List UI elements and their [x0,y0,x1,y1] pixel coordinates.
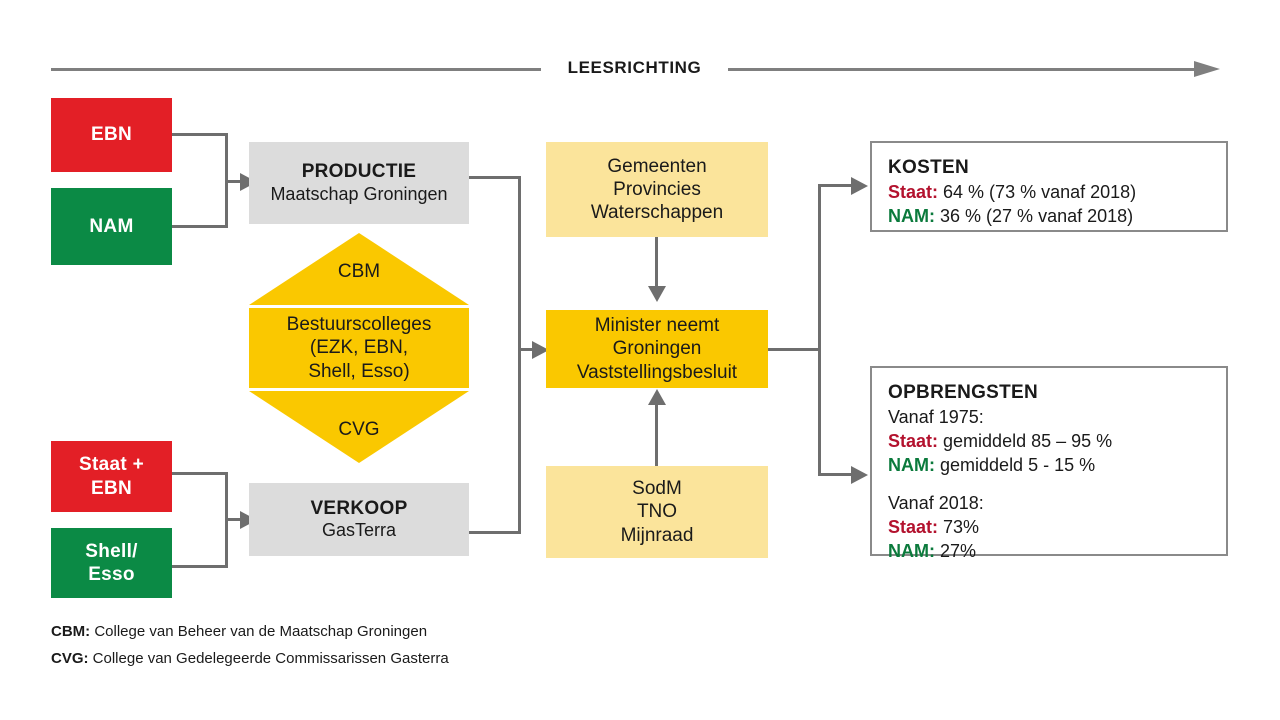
opbrengsten-group2-label: Vanaf 2018: [888,492,984,513]
input-block-staat-ebn[interactable]: Staat + EBN [51,441,172,512]
connector-productie-out [469,176,521,179]
connector-verkoop-out [469,531,521,534]
advisory-top-line2: Provincies [613,178,701,200]
process-block-productie-subtitle: Maatschap Groningen [270,183,448,204]
result-panel-opbrengsten[interactable]: OPBRENGSTEN Vanaf 1975: Staat: gemiddeld… [870,366,1228,561]
opbrengsten-group1-label: Vanaf 1975: [888,407,984,427]
connector-minister-out [768,348,821,351]
process-block-productie-text: PRODUCTIE Maatschap Groningen [270,160,447,205]
input-block-shell-esso[interactable]: Shell/ Esso [51,528,172,598]
advisory-top-line1: Gemeenten [607,155,707,177]
opbrengsten-group2-row-staat: Staat: 73% [888,516,1210,540]
decision-line3: Vaststellingsbesluit [576,361,738,383]
hexagon-top-label: CBM [337,261,381,282]
connector-right-bracket [818,184,821,476]
arrow-right-icon-kosten [851,176,868,195]
opbrengsten-group1-row-staat: Staat: gemiddeld 85 – 95 % [888,430,1210,454]
opbrengsten-1975-staat-value: gemiddeld 85 – 95 % [943,430,1113,451]
advisory-bottom-line3: Mijnraad [620,524,694,546]
opbrengsten-group1-row-nam: NAM: gemiddeld 5 - 15 % [888,454,1210,478]
connector-sodm-up [655,405,658,468]
reading-direction-label: LEESRICHTING [567,58,702,77]
footnote-cvg-text: College van Gedelegeerde Commissarissen … [92,650,449,667]
opbrengsten-1975-nam-tag: NAM: [888,454,935,475]
input-block-staat-ebn-line1: Staat + [79,454,144,476]
kosten-nam-tag: NAM: [888,205,935,226]
advisory-bottom-line1: SodM [632,478,682,500]
opbrengsten-group2-row-nam: NAM: 27% [888,540,1210,564]
opbrengsten-2018-staat-value: 73% [943,516,980,537]
result-panel-kosten-row-nam: NAM: 36 % (27 % vanaf 2018) [888,205,1210,229]
hexagon-middle-line2: (EZK, EBN, [309,337,409,359]
arrow-down-icon-minister [648,286,666,302]
connector-staat-h [172,472,228,475]
footnote-cvg: CVG: College van Gedelegeerde Commissari… [51,650,449,667]
opbrengsten-spacer [888,478,1210,492]
arrow-right-icon [1194,61,1220,77]
hexagon-middle-bestuurscolleges[interactable]: Bestuurscolleges (EZK, EBN, Shell, Esso) [249,308,469,388]
connector-to-minister [518,348,535,351]
arrow-up-icon-minister [648,389,666,405]
footnote-cbm: CBM: College van Beheer van de Maatschap… [51,623,427,640]
hexagon-middle-line3: Shell, Esso) [308,360,410,382]
process-block-productie[interactable]: PRODUCTIE Maatschap Groningen [249,142,469,224]
reading-direction-rule-left [51,68,541,71]
advisory-block-sodm[interactable]: SodM TNO Mijnraad [546,466,768,558]
input-block-nam-label: NAM [89,215,134,237]
footnote-cbm-abbr: CBM: [51,623,91,640]
input-block-staat-ebn-line2: EBN [90,477,132,499]
connector-to-opbrengsten [818,473,853,476]
input-block-nam[interactable]: NAM [51,188,172,265]
decision-block-minister[interactable]: Minister neemt Groningen Vaststellingsbe… [546,310,768,388]
hexagon-bottom-triangle-cvg [249,391,469,463]
decision-line2: Groningen [612,338,702,360]
process-block-verkoop-title: VERKOOP [310,497,408,519]
opbrengsten-1975-staat-tag: Staat: [888,430,939,451]
advisory-bottom-line2: TNO [636,501,678,523]
advisory-block-gemeenten[interactable]: Gemeenten Provincies Waterschappen [546,142,768,237]
result-panel-kosten-row-staat: Staat: 64 % (73 % vanaf 2018) [888,181,1210,205]
process-block-productie-title: PRODUCTIE [301,161,417,183]
result-panel-kosten-title: KOSTEN [888,157,969,178]
connector-to-verkoop [225,518,242,521]
input-block-shell-esso-line1: Shell/ [85,540,138,562]
connector-ebn-h [172,133,228,136]
process-block-verkoop-text: VERKOOP GasTerra [310,497,407,542]
hexagon-bottom-label: CVG [338,419,380,440]
connector-mid-bracket [518,176,521,534]
footnote-cvg-abbr: CVG: [51,650,89,667]
arrow-right-icon-minister [532,340,549,359]
arrow-right-icon-opbrengsten [851,465,868,484]
decision-line1: Minister neemt [594,315,720,337]
input-block-shell-esso-line2: Esso [88,564,135,585]
kosten-staat-value: 64 % (73 % vanaf 2018) [943,182,1137,202]
connector-nam-h [172,225,228,228]
connector-to-productie [225,180,242,183]
connector-to-kosten [818,184,853,187]
connector-gemeenten-down [655,237,658,288]
advisory-top-line3: Waterschappen [590,202,724,224]
reading-direction-rule-right [728,68,1194,71]
result-panel-kosten[interactable]: KOSTEN Staat: 64 % (73 % vanaf 2018) NAM… [870,141,1228,232]
input-block-ebn[interactable]: EBN [51,98,172,172]
connector-shell-h [172,565,228,568]
kosten-nam-value: 36 % (27 % vanaf 2018) [940,205,1134,226]
opbrengsten-2018-nam-value: 27% [940,540,977,561]
footnote-cbm-text: College van Beheer van de Maatschap Gron… [94,623,428,640]
opbrengsten-2018-staat-tag: Staat: [888,516,939,537]
opbrengsten-1975-nam-value: gemiddeld 5 - 15 % [940,454,1096,475]
input-block-ebn-label: EBN [90,124,132,146]
result-panel-opbrengsten-title: OPBRENGSTEN [888,382,1039,403]
kosten-staat-tag: Staat: [888,182,939,202]
opbrengsten-2018-nam-tag: NAM: [888,540,935,561]
process-block-verkoop[interactable]: VERKOOP GasTerra [249,483,469,556]
process-block-verkoop-subtitle: GasTerra [321,520,397,541]
hexagon-top-triangle-cbm [249,233,469,305]
hexagon-middle-line1: Bestuurscolleges [286,314,432,336]
